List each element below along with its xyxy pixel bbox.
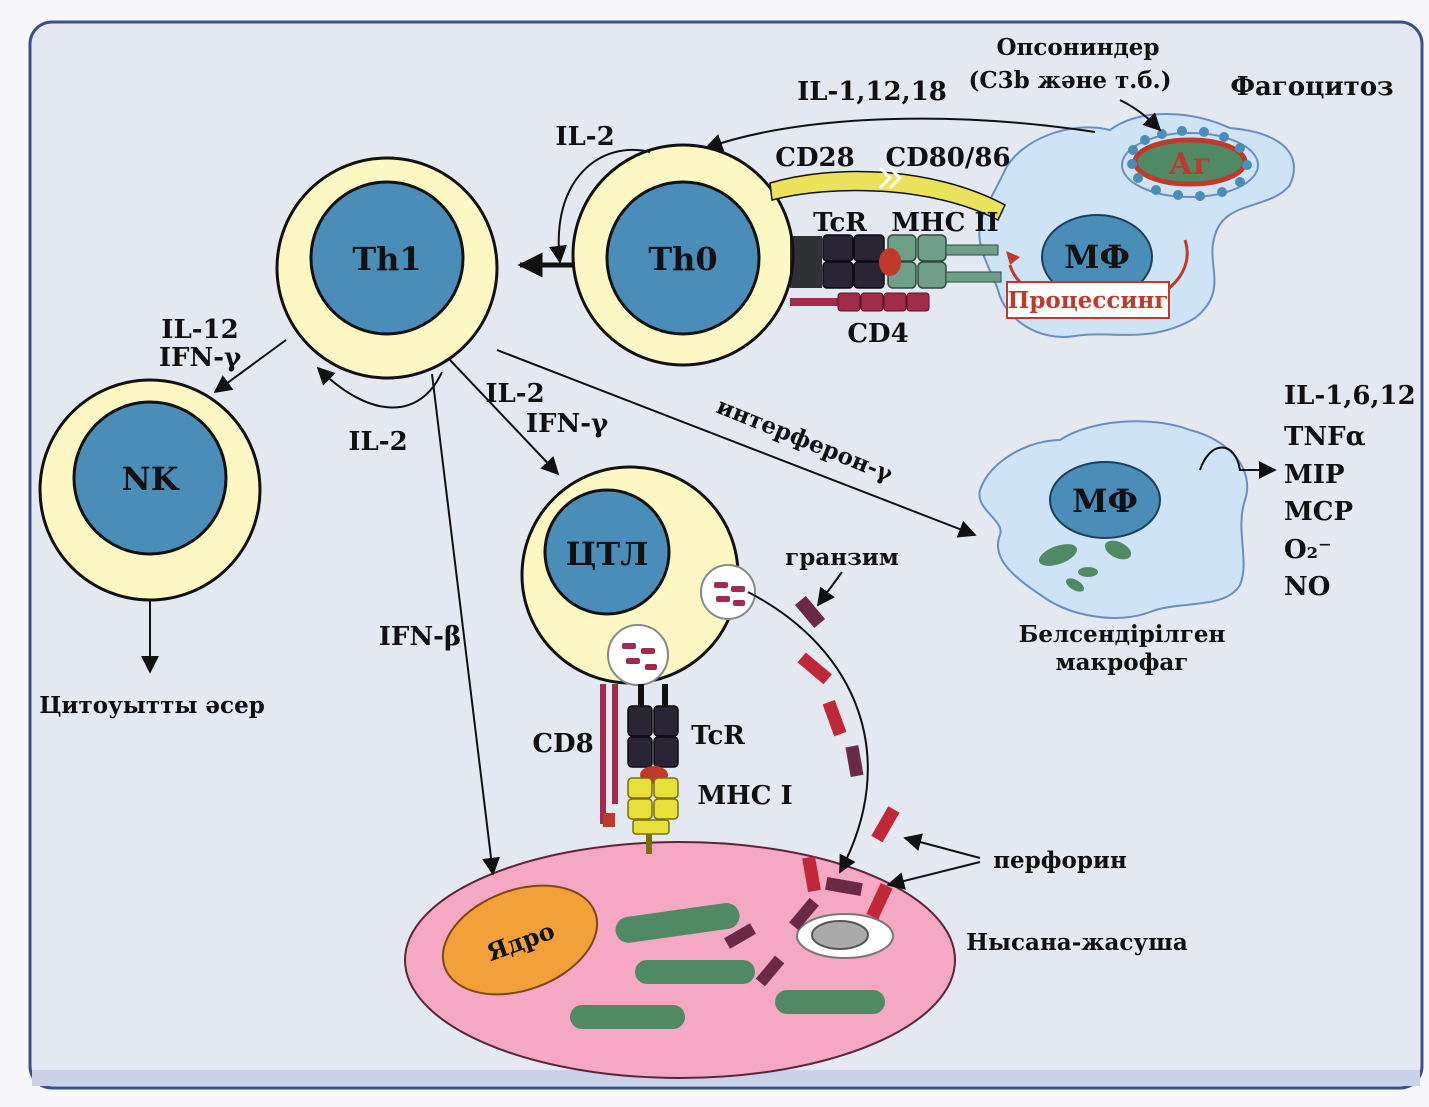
cytokine-item: NO bbox=[1284, 572, 1330, 602]
il2-top-label: IL-2 bbox=[555, 122, 614, 152]
granzyme-label: гранзим bbox=[785, 544, 899, 571]
cytokine-item: MIP bbox=[1284, 460, 1345, 490]
processing-box bbox=[1006, 281, 1170, 319]
mf-activated-label: МФ bbox=[1072, 482, 1138, 520]
cd80-86-label: CD80/86 bbox=[885, 143, 1010, 173]
th1-label: Th1 bbox=[352, 240, 421, 278]
nk-cell bbox=[38, 378, 262, 602]
ifn-g-nk-label: IFN-γ bbox=[159, 343, 242, 373]
phagocytosis-label: Фагоцитоз bbox=[1230, 72, 1393, 102]
opsonins-label-2: (С3b және т.б.) bbox=[968, 67, 1171, 94]
macrophage-top bbox=[978, 113, 1295, 338]
ctl-label: ЦТЛ bbox=[565, 535, 648, 573]
cytokine-item: TNFα bbox=[1284, 422, 1366, 452]
target-nucleus bbox=[441, 884, 599, 996]
cd28-label: CD28 bbox=[775, 143, 854, 173]
ifn-b-label: IFN-β bbox=[379, 622, 461, 652]
ctl-cell bbox=[520, 465, 756, 686]
th0-cell bbox=[571, 143, 795, 367]
mf-activated-nucleus bbox=[1049, 461, 1161, 539]
perforin-label: перфорин bbox=[993, 847, 1127, 874]
cytokine-item: IL-1,6,12 bbox=[1284, 381, 1416, 411]
il-1-12-18-label: IL-1,12,18 bbox=[797, 77, 947, 107]
opsonin-dots bbox=[1127, 126, 1252, 201]
il2-ctl-label: IL-2 bbox=[485, 379, 544, 409]
macrophage-activated bbox=[978, 420, 1277, 619]
cd28-bar bbox=[769, 166, 1006, 222]
activated-macrophage-label-1: Белсендірілген bbox=[1019, 621, 1226, 648]
cytokine-list: IL-1,6,12 TNFα MIP MCP O₂⁻ NO bbox=[1284, 381, 1416, 602]
target-cell bbox=[404, 841, 956, 1079]
target-cell-label: Нысана-жасуша bbox=[966, 929, 1188, 956]
frame-bottom-band bbox=[32, 1070, 1420, 1086]
cd4-label: CD4 bbox=[847, 319, 908, 349]
il2-loop-label: IL-2 bbox=[348, 427, 407, 457]
mf-top-label: МФ bbox=[1064, 238, 1130, 276]
pathway-arrows bbox=[141, 99, 1162, 890]
ifn-g-ctl-label: IFN-γ bbox=[526, 409, 609, 439]
cytokine-item: O₂⁻ bbox=[1284, 535, 1332, 565]
th1-cell bbox=[275, 156, 499, 380]
il12-label: IL-12 bbox=[161, 315, 238, 345]
cytotoxic-effect-label: Цитоуытты әсер bbox=[39, 692, 265, 719]
cd8-label: CD8 bbox=[532, 729, 593, 759]
processing-label: Процессинг bbox=[1008, 287, 1169, 314]
th0-label: Th0 bbox=[648, 240, 717, 278]
antigen-label: Аг bbox=[1169, 147, 1212, 182]
tcr-bottom-label: TcR bbox=[691, 721, 745, 751]
cd8-tcr-mhc1-complex bbox=[600, 684, 679, 854]
ctl-granule-vesicle-1 bbox=[607, 624, 669, 686]
tcr-mhc2-complex bbox=[790, 234, 1002, 312]
ctl-granule-vesicle-2 bbox=[700, 564, 756, 620]
perforin-granzyme-fragments bbox=[724, 596, 900, 987]
nk-label: NK bbox=[121, 460, 179, 498]
mhc2-label: MHC II bbox=[891, 208, 998, 238]
opsonins-label-1: Опсониндер bbox=[997, 34, 1160, 61]
mhc1-label: MHC I bbox=[697, 781, 792, 811]
cytokine-item: MCP bbox=[1284, 497, 1353, 527]
activated-macrophage-label-2: макрофаг bbox=[1056, 649, 1189, 676]
tcr-top-label: TcR bbox=[813, 208, 867, 238]
